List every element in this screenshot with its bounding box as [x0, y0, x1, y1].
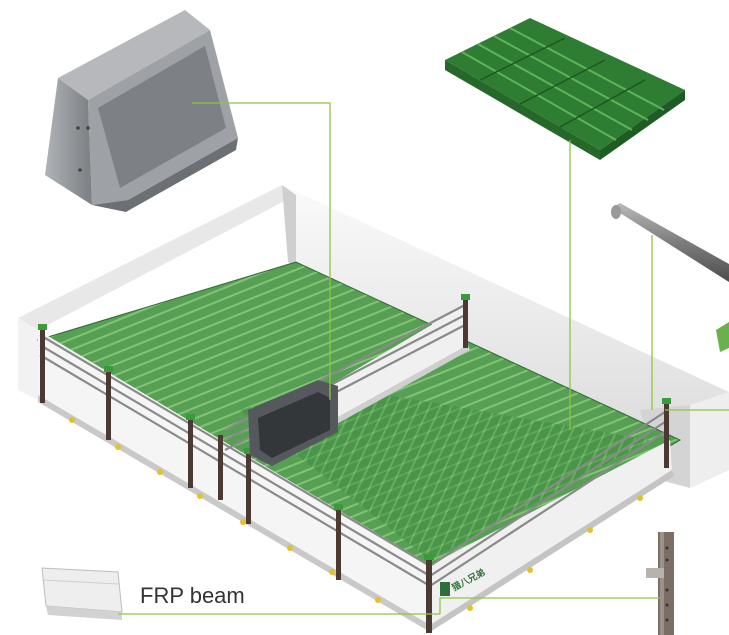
floor-supports	[69, 417, 643, 611]
post-caps	[38, 294, 671, 560]
divider-wall	[330, 305, 470, 425]
steel-pipe-icon	[611, 203, 729, 282]
pen-post-icon	[646, 532, 674, 635]
connector-clip-icon	[716, 322, 729, 352]
feeder-icon	[45, 10, 238, 212]
pen-walls	[18, 185, 729, 488]
frp-beam-label: FRP beam	[140, 583, 245, 608]
fence-posts	[40, 298, 669, 633]
leader-lines	[118, 102, 729, 615]
frp-beam-icon	[41, 567, 123, 620]
plastic-slat-icon	[445, 18, 685, 160]
installed-feeder	[248, 380, 338, 466]
